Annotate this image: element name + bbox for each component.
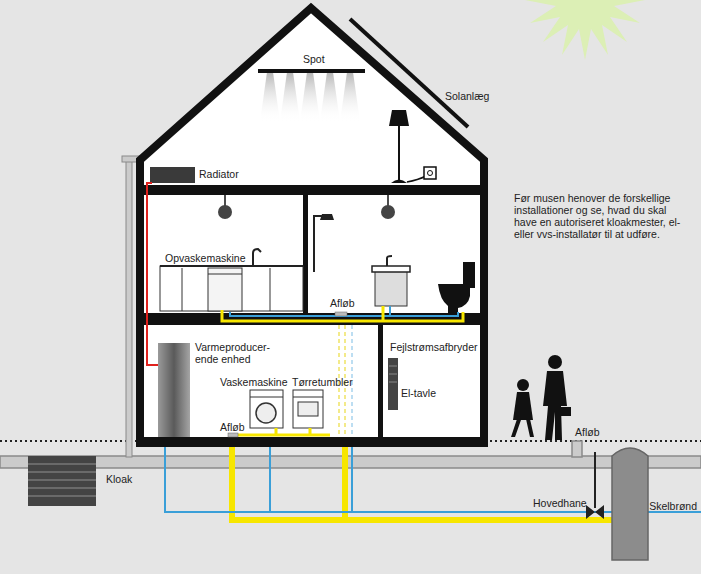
part-label: Opvaskemaskine [165,252,246,264]
ceiling-lamp [218,205,232,219]
faucet [387,256,392,266]
part-label: Hovedhane [533,497,587,509]
solar-panel [350,19,468,127]
part-label: Tørretumbler [292,376,353,388]
drain-tank [28,456,96,506]
inspection-well [612,448,648,560]
main-valve [586,505,604,519]
house-outline [140,8,484,447]
spot-beams [260,72,360,122]
dryer [298,402,318,416]
house-interior [140,8,484,445]
sink-cabinet [375,271,407,306]
note-text: Før musen henover de forskellige install… [514,192,686,240]
washing-machine [250,390,283,428]
part-label: Afløb [330,297,355,309]
part-label: Skelbrønd [649,500,697,512]
part-label: Kloak [106,473,132,485]
kitchen-counter [160,266,303,311]
dryer [293,397,323,398]
floor-drain [335,312,347,316]
floor-lamp [398,126,400,180]
part-label: Vaskemaskine [220,376,288,388]
washing-machine [256,403,276,423]
cabinet-doors [182,268,270,311]
toilet [438,284,470,313]
lamp-cord [387,195,389,206]
part-label: Spot [303,53,325,65]
lamp-cable [407,176,426,182]
wall [303,195,308,313]
electrical-panel [389,366,397,382]
part-label: Fejlstrømsafbryder [390,341,478,353]
electrical-panel [388,358,398,410]
yellow-pipe [232,440,612,520]
floor-drain [228,433,238,437]
wall [378,325,383,437]
heat-unit [158,343,190,437]
spot-rail [258,69,365,73]
part-label: El-tavle [401,387,436,399]
lamp-cord [224,195,226,206]
socket [428,171,433,176]
ceiling-lamp [381,205,395,219]
valve-stem [594,452,596,508]
dishwasher [208,268,242,311]
part-label: Varmeproducer- ende enhed [195,341,287,365]
heating-pipe [147,183,160,365]
radiator [150,167,195,183]
drain-pipe [572,441,582,457]
floor-lamp [391,180,407,184]
sink [372,266,410,272]
attic-floor [140,185,484,195]
ground-floor [136,437,488,447]
shower [314,216,324,272]
part-label: Afløb [220,421,245,433]
washing-machine [250,397,283,398]
part-label: Radiator [199,168,239,180]
downpipe [126,160,132,457]
dryer [293,390,323,428]
socket [424,167,436,179]
part-label: Afløb [575,426,600,438]
faucet [253,249,261,266]
middle-floor [140,313,484,325]
countertop [160,265,303,267]
part-label: Solanlæg [445,90,489,102]
people [511,355,571,440]
shower-head [320,214,334,220]
sun [525,0,645,60]
floor-lamp [389,110,409,126]
dishwasher [208,274,242,275]
yellow-pipe [232,428,330,435]
